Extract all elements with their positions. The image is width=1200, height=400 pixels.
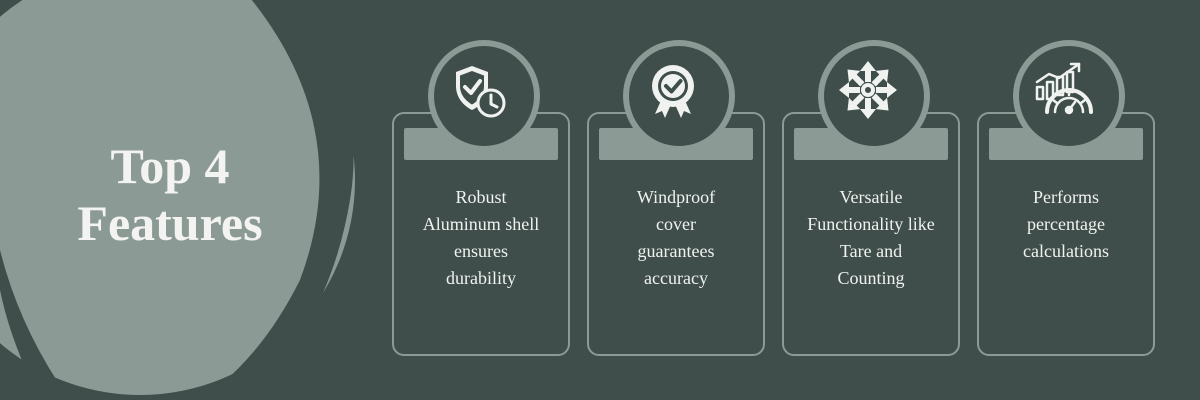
feature-text-2: Windproof cover guarantees accuracy bbox=[599, 184, 753, 292]
title-line-1: Top 4 bbox=[110, 138, 230, 194]
feature-badge-3 bbox=[818, 40, 930, 152]
title-line-2: Features bbox=[77, 195, 263, 251]
feature-3-line-3: Tare and bbox=[839, 241, 903, 261]
feature-card-2: Windproof cover guarantees accuracy bbox=[587, 112, 765, 356]
feature-3-line-2: Functionality like bbox=[807, 214, 935, 234]
feature-4-line-3: calculations bbox=[1023, 241, 1109, 261]
feature-2-line-1: Windproof bbox=[636, 187, 716, 207]
feature-text-4: Performs percentage calculations bbox=[989, 184, 1143, 265]
feature-1-line-1: Robust bbox=[455, 187, 507, 207]
feature-badge-2 bbox=[623, 40, 735, 152]
feature-2-line-4: accuracy bbox=[644, 268, 708, 288]
feature-2-line-2: cover bbox=[656, 214, 696, 234]
feature-4-line-2: percentage bbox=[1027, 214, 1105, 234]
feature-3-line-4: Counting bbox=[837, 268, 905, 288]
feature-card-3: Versatile Functionality like Tare and Co… bbox=[782, 112, 960, 356]
feature-3-line-1: Versatile bbox=[839, 187, 903, 207]
chart-gauge-icon bbox=[1035, 62, 1093, 115]
feature-1-line-3: ensures bbox=[454, 241, 508, 261]
feature-text-3: Versatile Functionality like Tare and Co… bbox=[794, 184, 948, 292]
feature-badge-1 bbox=[428, 40, 540, 152]
feature-text-1: Robust Aluminum shell ensures durability bbox=[404, 184, 558, 292]
fan-arrows-icon bbox=[839, 61, 897, 119]
feature-badge-4 bbox=[1013, 40, 1125, 152]
shield-clock-icon bbox=[456, 66, 506, 118]
feature-1-line-4: durability bbox=[446, 268, 516, 288]
feature-4-line-1: Performs bbox=[1033, 187, 1099, 207]
feature-1-line-2: Aluminum shell bbox=[422, 214, 540, 234]
page-title: Top 4 Features bbox=[40, 138, 300, 252]
feature-2-line-3: guarantees bbox=[637, 241, 715, 261]
award-check-icon bbox=[652, 65, 694, 118]
